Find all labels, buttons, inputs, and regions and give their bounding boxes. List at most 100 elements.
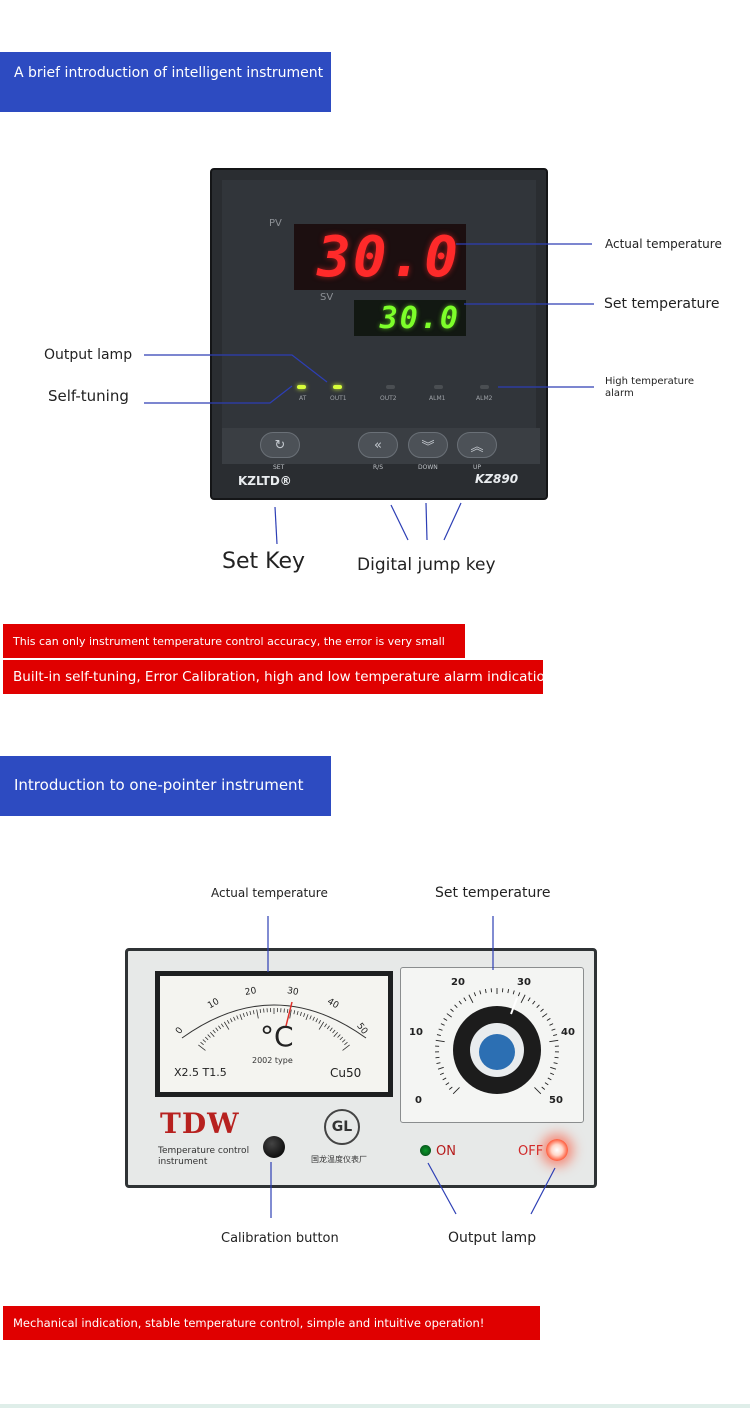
dial-tick-mark <box>527 997 531 1002</box>
dial-tick-mark <box>452 1087 460 1095</box>
meter-tick-mark <box>204 1036 209 1041</box>
sv-value: 30.0 <box>379 300 460 336</box>
dial-tick-mark <box>442 1077 447 1081</box>
meter-tick-mark <box>318 1021 325 1030</box>
dial-tick-mark <box>517 992 521 997</box>
dial-tick-mark <box>520 994 526 1003</box>
meter-tick-mark <box>249 1010 252 1016</box>
off-label: OFF <box>518 1144 544 1159</box>
meter-tick-mark <box>332 1029 336 1034</box>
dial-tick-mark <box>532 1000 536 1005</box>
meter-tick-mark <box>299 1011 302 1016</box>
dial-tick-mark <box>443 1018 448 1021</box>
meter-tick-mark <box>239 1014 243 1021</box>
indicator-out2: OUT2 <box>380 395 397 402</box>
dial-tick-mark <box>541 1086 546 1090</box>
dial-tick-mark <box>454 1004 458 1009</box>
meter-needle <box>285 1001 293 1027</box>
meter-window: 0 10 20 30 40 50 °C 2002 type X2.5 T1.5 … <box>155 971 393 1097</box>
meter-tick-mark <box>252 1010 255 1015</box>
line-jump-key-2 <box>425 502 428 541</box>
up-key[interactable]: ︽ <box>457 432 497 458</box>
dial-tick-30: 30 <box>517 977 531 988</box>
meter-tick-mark <box>286 1008 289 1014</box>
meter-tick-mark <box>342 1044 350 1051</box>
dial-tick-mark <box>507 989 510 994</box>
dial-pointer <box>510 997 518 1015</box>
pv-value: 30.0 <box>317 224 460 290</box>
dial-tick-mark <box>435 1039 445 1043</box>
meter-scale-svg <box>181 1001 367 1051</box>
out2-led <box>386 385 395 389</box>
meter-tick-mark <box>256 1009 259 1019</box>
calibration-button[interactable] <box>263 1136 285 1158</box>
dial-tick-mark <box>553 1034 558 1037</box>
meter-tick-mark <box>312 1016 315 1021</box>
controller-face: PV 30.0 SV 30.0 AT OUT1 OUT2 ALM1 ALM2 <box>222 180 536 430</box>
section1-banner: A brief introduction of intelligent inst… <box>0 52 331 112</box>
factory-name: 国龙温度仪表厂 <box>311 1155 367 1164</box>
factory-seal-icon: GL <box>324 1109 360 1145</box>
dial-tick-mark <box>512 990 515 995</box>
meter-tick-mark <box>215 1027 219 1032</box>
down-key[interactable]: ︾ <box>408 432 448 458</box>
dial-tick-mark <box>550 1066 557 1070</box>
callout-set-key: Set Key <box>222 549 306 574</box>
double-chevron-down-icon: ︾ <box>421 439 435 455</box>
dial-tick-mark <box>534 1087 542 1095</box>
controller-brand: KZLTD® <box>238 474 292 488</box>
meter-tick-mark <box>233 1016 236 1021</box>
callout-digital-jump-key: Digital jump key <box>357 555 496 575</box>
dial-tick-mark <box>484 989 487 994</box>
sv-display: 30.0 <box>354 300 466 336</box>
dial-tick-40: 40 <box>561 1027 575 1038</box>
meter-unit: °C <box>260 1020 294 1053</box>
dial-svg <box>435 988 559 1095</box>
dial-tick-mark <box>536 1004 540 1009</box>
seal-text: GL <box>331 1119 353 1135</box>
meter-tick-20: 20 <box>244 986 258 998</box>
dial-tick-0: 0 <box>415 1095 422 1106</box>
double-chevron-up-icon: ︽ <box>470 439 484 455</box>
meter-tick-mark <box>230 1018 233 1023</box>
meter-tick-mark <box>337 1034 341 1038</box>
out1-led <box>333 385 342 389</box>
meter-tick-mark <box>339 1036 344 1041</box>
meter-tick-mark <box>223 1021 230 1030</box>
callout-set-temperature: Set temperature <box>604 296 720 312</box>
meter-tick-mark <box>259 1008 262 1014</box>
up-key-label: UP <box>473 464 482 471</box>
callout2-actual-temperature: Actual temperature <box>211 886 328 900</box>
meter-tick-mark <box>305 1014 309 1021</box>
down-key-label: DOWN <box>418 464 438 471</box>
tdw-subtitle: Temperature control instrument <box>158 1146 250 1167</box>
meter-sensor: Cu50 <box>330 1066 362 1080</box>
dial-tick-mark <box>549 1023 554 1026</box>
set-key[interactable]: ↻ <box>260 432 300 458</box>
rs-key[interactable]: « <box>358 432 398 458</box>
callout2-calibration-button: Calibration button <box>221 1231 339 1246</box>
note-mechanical-text: Mechanical indication, stable temperatur… <box>13 1316 485 1330</box>
set-key-label: SET <box>273 464 285 471</box>
dial-tick-mark <box>446 1013 452 1018</box>
controller-keybar: ↻ « ︾ ︽ <box>222 428 540 464</box>
section2-banner-text: Introduction to one-pointer instrument <box>14 776 304 794</box>
meter-tick-mark <box>198 1044 206 1051</box>
meter-tick-mark <box>315 1018 318 1023</box>
double-chevron-left-icon: « <box>374 437 382 453</box>
dial-tick-10: 10 <box>409 1027 423 1038</box>
meter-tick-30: 30 <box>286 986 300 998</box>
tdw-logo: TDW <box>160 1107 240 1140</box>
line-jump-key-3 <box>443 502 462 541</box>
dial-tick-mark <box>437 1066 444 1070</box>
dial-tick-mark <box>553 1062 558 1064</box>
callout2-set-temperature: Set temperature <box>435 885 551 901</box>
analog-instrument: 0 10 20 30 40 50 °C 2002 type X2.5 T1.5 … <box>125 948 597 1188</box>
off-lamp <box>546 1139 568 1161</box>
meter-face: 0 10 20 30 40 50 °C 2002 type X2.5 T1.5 … <box>160 976 388 1092</box>
meter-tick-mark <box>212 1029 216 1034</box>
meter-tick-mark <box>246 1011 249 1016</box>
dial-tick-mark <box>547 1077 552 1081</box>
dial-tick-mark <box>450 1008 454 1012</box>
callout-self-tuning: Self-tuning <box>48 387 129 405</box>
